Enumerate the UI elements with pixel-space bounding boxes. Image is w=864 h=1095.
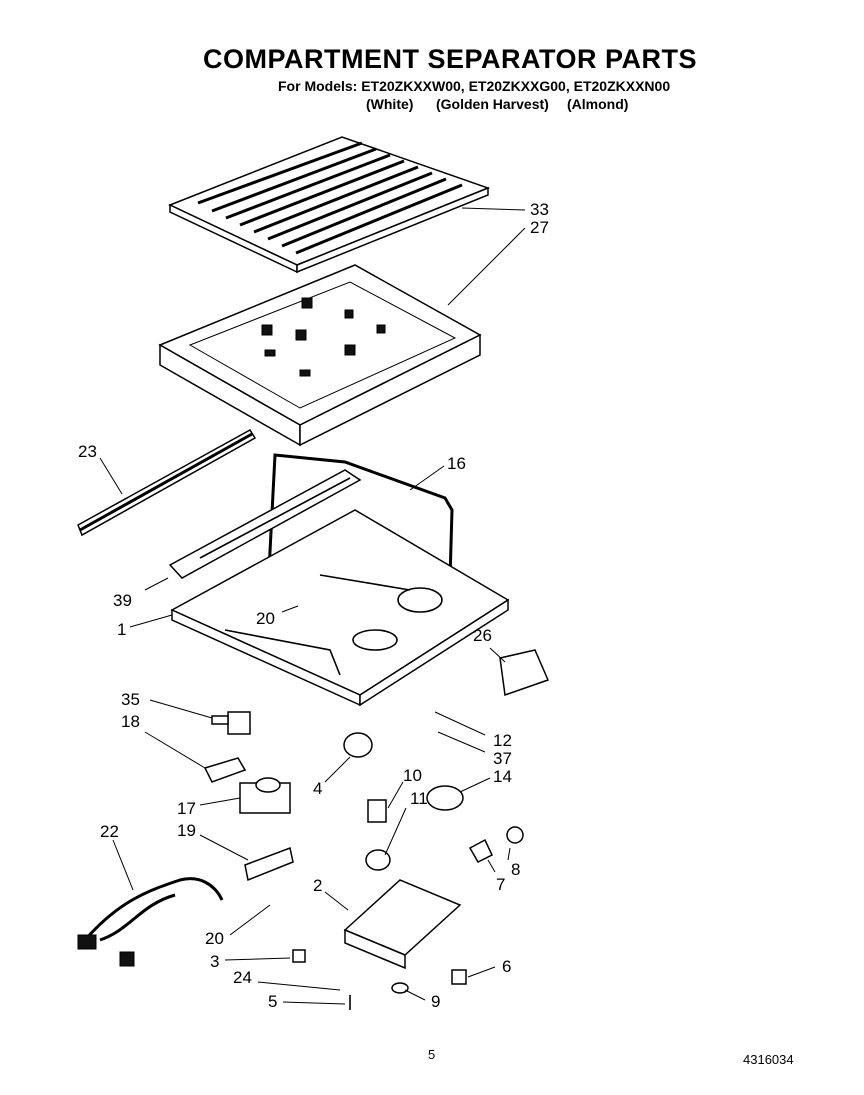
callout-23: 23 [78,442,97,461]
page-number: 5 [428,1047,436,1062]
callout-24: 24 [233,968,252,987]
variant-golden-harvest: (Golden Harvest) [436,96,549,112]
part-16-heater-wire [266,453,454,649]
part-33-shelf-cover [168,136,491,274]
callout-35: 35 [121,690,140,709]
part-3-clip [292,949,306,963]
callout-37: 37 [493,749,512,768]
part-26-insulation [499,649,550,697]
part-14-knob [426,785,464,811]
callout-18: 18 [121,712,140,731]
part-6-clip [451,969,467,985]
callout-27: 27 [530,218,549,237]
callout-2: 2 [313,876,323,895]
part-11-knob [365,849,391,871]
part-7-lamp-holder [468,838,493,863]
callout-19: 19 [177,821,196,840]
part-22-wire-harness [77,877,224,967]
part-19-bracket [244,846,294,882]
callout-8: 8 [511,860,521,879]
callout-5: 5 [268,992,278,1011]
part-4-lamp-socket [343,732,373,758]
callout-20-upper: 20 [256,609,275,628]
part-35-bracket [211,711,251,735]
part-10-thermostat [367,799,387,823]
callout-3: 3 [210,952,220,971]
part-39-channel [168,469,362,579]
part-23-strip [77,428,257,537]
part-1-separator-plate [170,509,510,707]
models-line: For Models: ET20ZKXXW00, ET20ZKXXG00, ET… [278,78,671,94]
callout-22: 22 [100,822,119,841]
part-8-bulb [506,826,524,844]
callout-26: 26 [473,626,492,645]
callout-9: 9 [431,992,441,1011]
callout-11: 11 [410,789,428,808]
part-9-grommet [391,982,409,994]
callout-20-lower: 20 [205,929,224,948]
callout-6: 6 [502,957,512,976]
callout-16: 16 [447,454,466,473]
callout-33: 33 [530,200,549,219]
callout-7: 7 [496,875,506,894]
callout-4: 4 [313,779,323,798]
document-number: 4316034 [743,1052,794,1067]
variant-white: (White) [366,96,414,112]
page-title: COMPARTMENT SEPARATOR PARTS [202,44,697,74]
callout-39: 39 [113,591,132,610]
callout-1: 1 [117,620,127,639]
callout-10: 10 [403,766,422,785]
part-2-control-housing [343,879,462,970]
part-27-frame [158,264,482,447]
callout-17: 17 [177,799,196,818]
callout-12: 12 [493,731,512,750]
part-18-cover [203,757,247,783]
variant-almond: (Almond) [567,96,629,112]
callout-14: 14 [493,767,512,786]
part-17-housing [239,777,291,814]
leader-lines [99,207,526,1005]
